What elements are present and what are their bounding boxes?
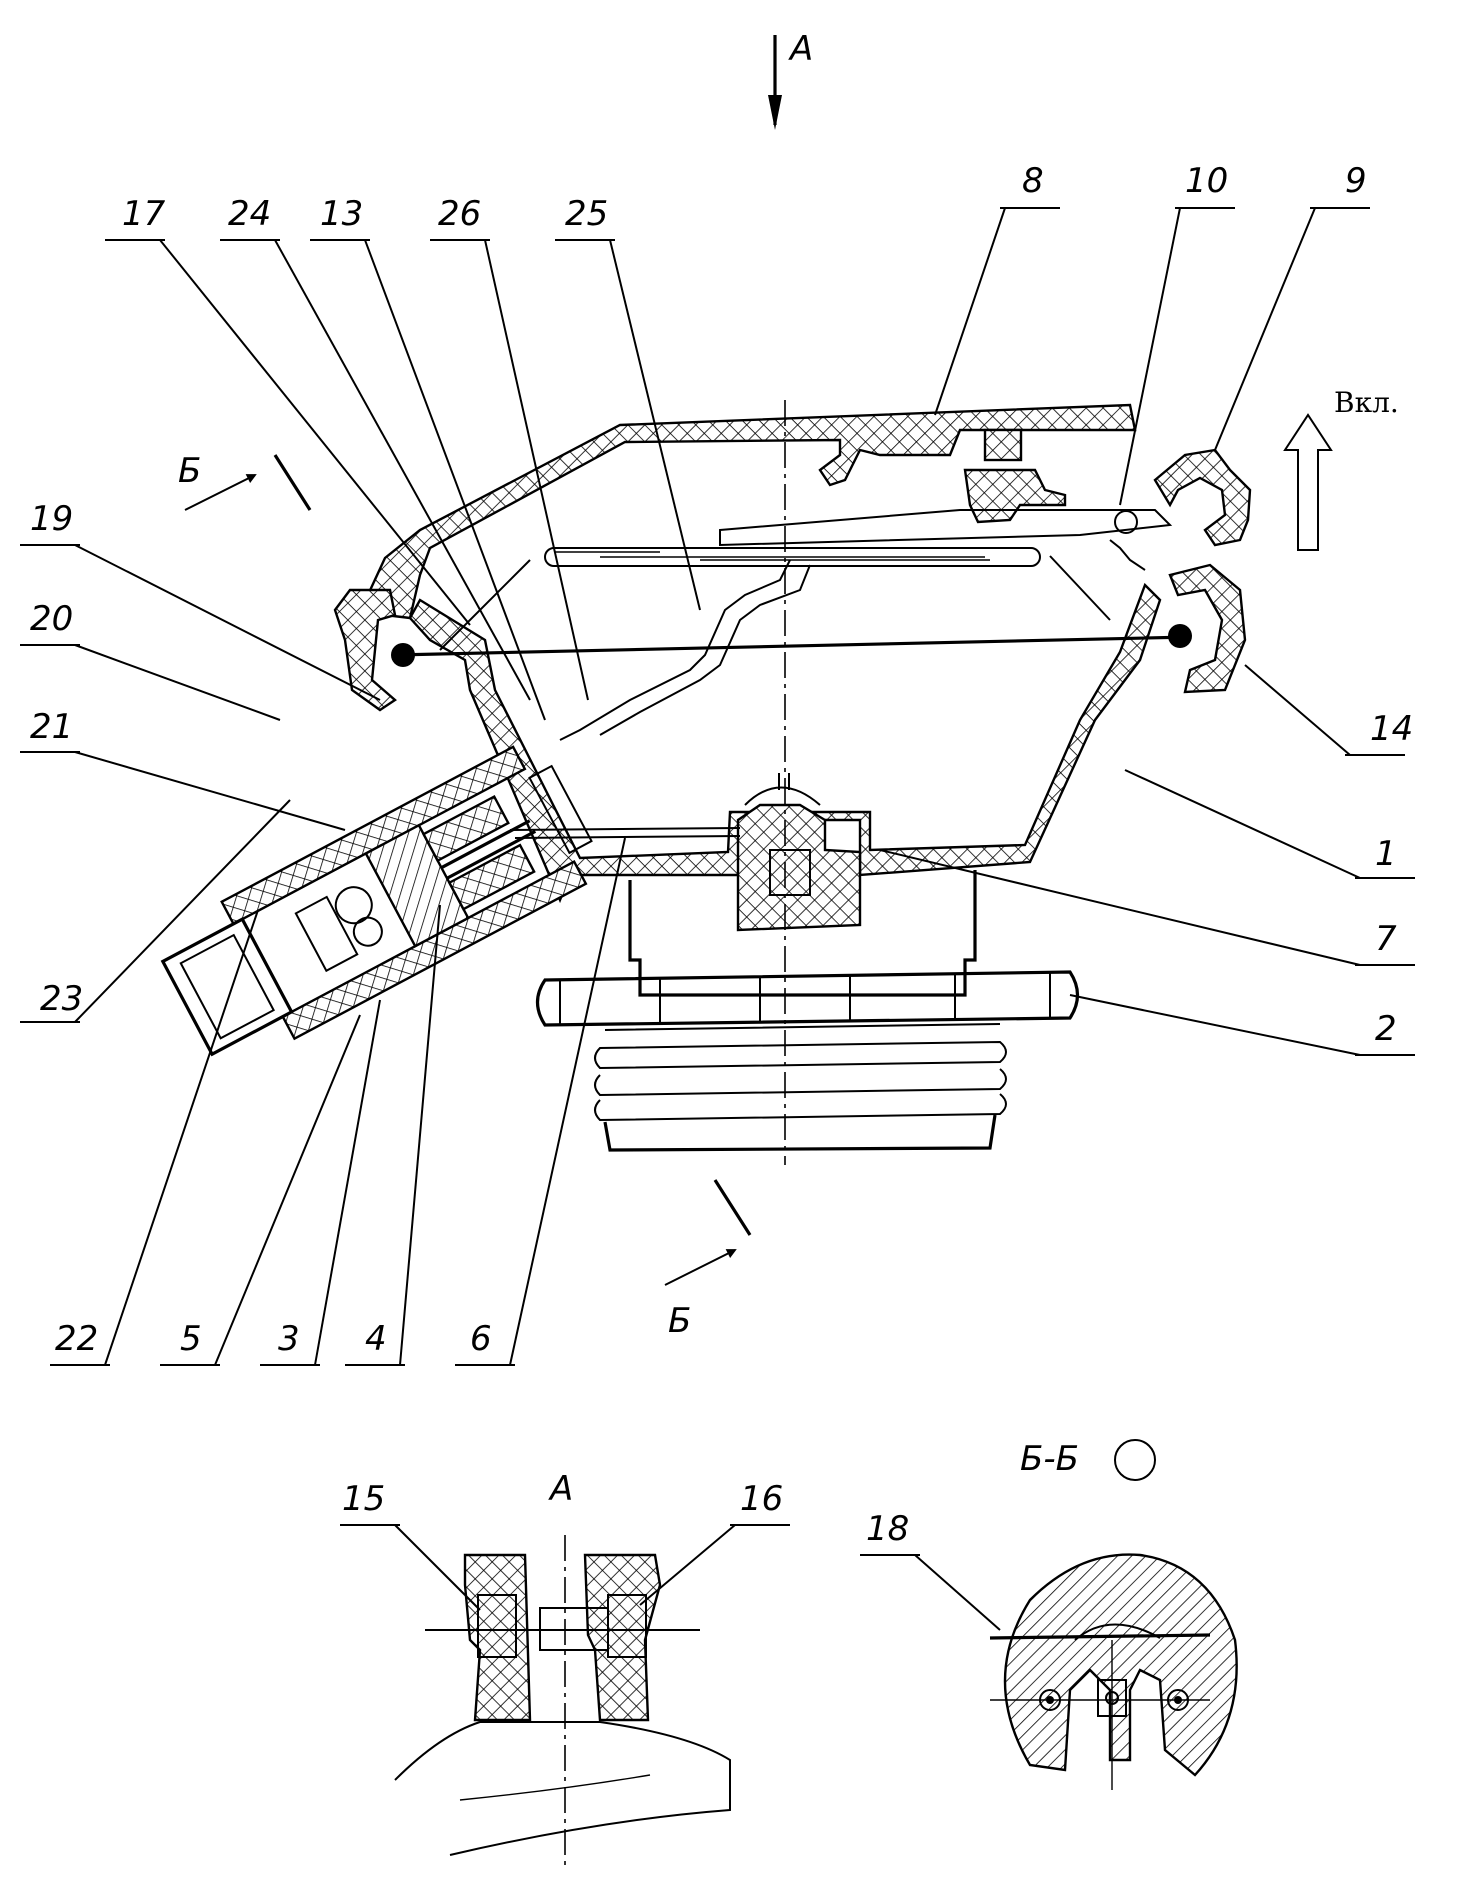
callout-15: 15	[342, 1479, 385, 1519]
callout-25: 25	[565, 194, 608, 234]
rotated-view-icon	[1114, 1439, 1156, 1481]
section-bb-view	[989, 1553, 1238, 1790]
section-b-label-top: Б	[178, 451, 201, 491]
section-bb-title: Б-Б	[1020, 1439, 1079, 1479]
housing-body	[333, 403, 1252, 904]
callout-19: 19	[30, 499, 73, 539]
callout-17: 17	[122, 194, 166, 234]
callout-4: 4	[365, 1319, 387, 1359]
view-a-arrow	[768, 35, 782, 130]
callout-1: 1	[1375, 834, 1397, 874]
section-b-marker-bottom	[664, 1179, 752, 1286]
callout-3: 3	[278, 1319, 300, 1359]
callout-18: 18	[866, 1509, 909, 1549]
switch-on-label: Вкл.	[1334, 386, 1399, 419]
callout-26: 26	[438, 194, 481, 234]
detail-a-title: А	[548, 1469, 573, 1509]
callout-leaders	[20, 207, 1415, 1366]
callout-14: 14	[1370, 709, 1413, 749]
callout-22: 22	[55, 1319, 98, 1359]
callout-9: 9	[1345, 161, 1367, 201]
detail-view-a	[394, 1535, 731, 1870]
callout-24: 24	[228, 194, 271, 234]
callout-16: 16	[740, 1479, 783, 1519]
section-b-label-bottom: Б	[668, 1301, 691, 1341]
callout-23: 23	[40, 979, 83, 1019]
callout-2: 2	[1375, 1009, 1397, 1049]
callout-21: 21	[30, 707, 73, 747]
callout-13: 13	[320, 194, 363, 234]
callout-6: 6	[470, 1319, 492, 1359]
switch-on-arrow	[1283, 413, 1333, 551]
threaded-base	[535, 870, 1080, 1152]
view-a-marker: А	[788, 29, 813, 69]
inner-mechanism	[391, 509, 1192, 932]
callout-8: 8	[1022, 161, 1044, 201]
callout-5: 5	[180, 1319, 202, 1359]
angled-connector	[160, 745, 593, 1057]
callout-20: 20	[30, 599, 73, 639]
callout-7: 7	[1375, 919, 1397, 959]
callout-10: 10	[1185, 161, 1228, 201]
section-b-marker-top	[184, 454, 312, 511]
